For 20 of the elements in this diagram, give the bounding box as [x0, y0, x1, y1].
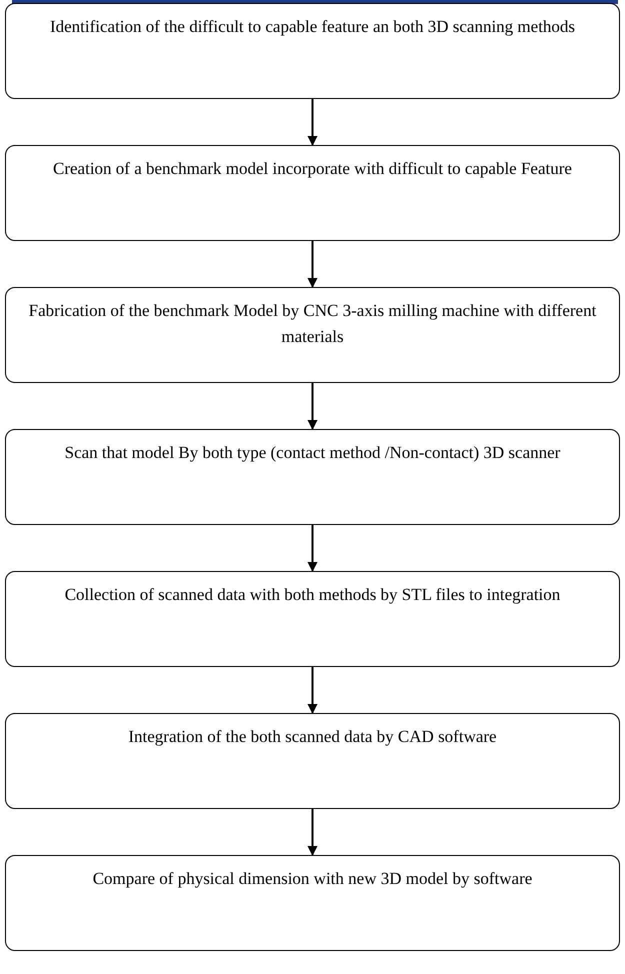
step-text: Collection of scanned data with both methods by STL files to integration	[64, 584, 560, 606]
step-text: Compare of physical dimension with new 3D model by software	[92, 868, 532, 890]
process-box	[5, 287, 620, 383]
arrow	[308, 525, 318, 572]
process-box	[5, 571, 620, 667]
step-text: Creation of a benchmark model incorporate with difficult to capable Feature	[53, 158, 572, 180]
step-text: Identification of the difficult to capable feature an both 3D scanning methods	[50, 16, 576, 38]
process-box	[5, 3, 620, 99]
process-box	[5, 855, 620, 951]
arrow	[308, 99, 318, 146]
arrow	[308, 383, 318, 430]
arrow	[308, 809, 318, 856]
process-box	[5, 429, 620, 525]
step-text: Integration of the both scanned data by CAD software	[128, 726, 497, 748]
step-text: Scan that model By both type (contact method /Non-contact) 3D scanner	[64, 442, 560, 464]
process-box	[5, 145, 620, 241]
arrow	[308, 667, 318, 714]
process-box	[5, 713, 620, 809]
arrow	[308, 241, 318, 288]
step-text: Fabrication of the benchmark Model by CNC 3-axis milling machine with different materials	[28, 300, 597, 348]
